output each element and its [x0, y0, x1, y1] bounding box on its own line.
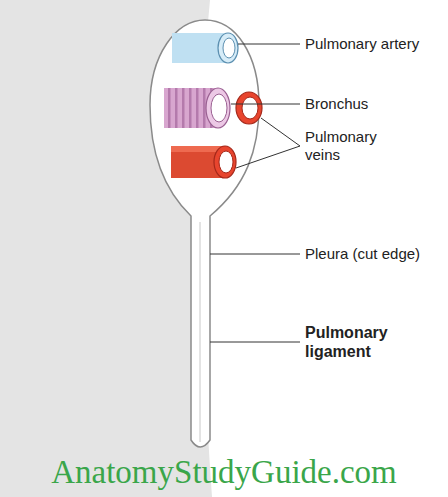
part-label: Pulmonary artery	[305, 35, 419, 53]
leader-lines	[210, 44, 300, 342]
pleura-outline	[150, 20, 259, 447]
pulmonary-vein	[236, 92, 262, 124]
part-label: Pleura (cut edge)	[305, 245, 420, 263]
pulmonary-vein	[171, 146, 236, 178]
watermark: AnatomyStudyGuide.com	[51, 456, 397, 489]
part-label: Pulmonary ligament	[305, 323, 395, 361]
pulmonary-artery	[172, 33, 238, 63]
part-label: Pulmonary veins	[305, 128, 385, 164]
ligament-fold	[200, 222, 201, 442]
part-label: Bronchus	[305, 95, 368, 113]
bronchus	[164, 88, 230, 128]
